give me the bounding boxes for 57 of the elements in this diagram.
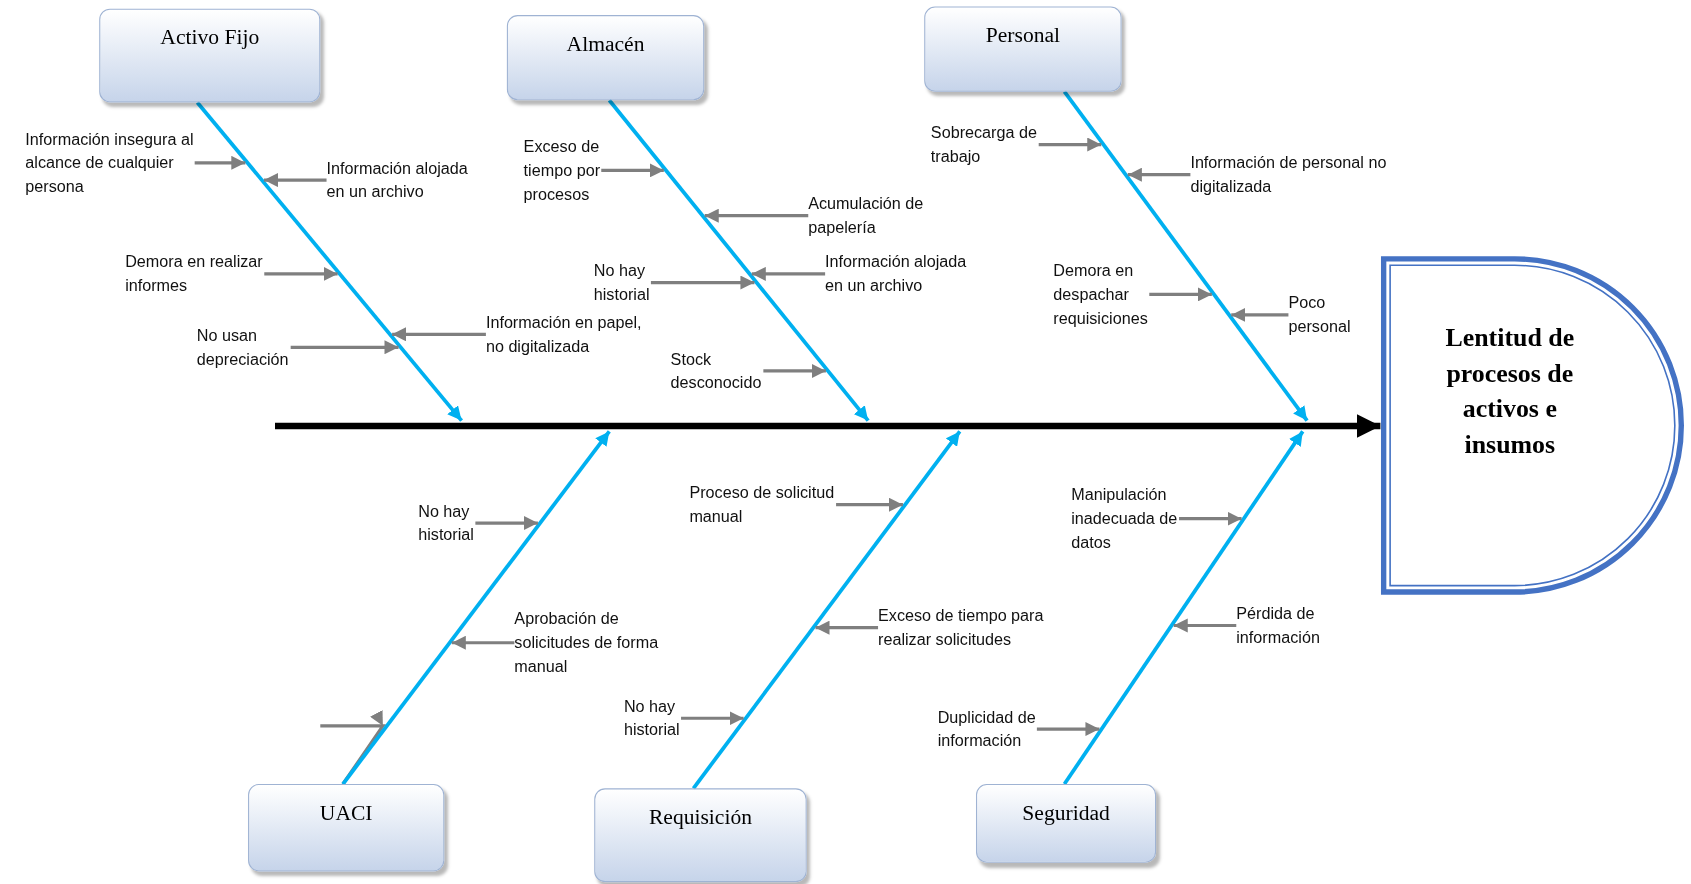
arrow [650, 275, 755, 290]
cause-label: No hay historial [593, 258, 651, 307]
category-box: Seguridad [976, 784, 1157, 863]
cause-label: Exceso de tiempo por procesos [523, 134, 602, 206]
arrow [704, 208, 809, 223]
cause-label: Exceso de tiempo para realizar solicitudes [878, 603, 1046, 652]
cause-label: Duplicidad de información [937, 705, 1037, 753]
bone-arrow [341, 430, 611, 786]
arrow [751, 266, 826, 281]
arrow [194, 155, 246, 170]
arrow [264, 266, 338, 281]
category-box: Requisición [594, 788, 807, 883]
arrow [392, 327, 486, 342]
arrow [1231, 307, 1289, 322]
cause-label: Aprobación de solicitudes de forma manual [514, 607, 660, 679]
cause-label: Proceso de solicitud manual [689, 481, 837, 529]
arrow [1179, 511, 1242, 526]
arrow [681, 711, 744, 726]
cause-label: Información alojada en un archivo [326, 156, 469, 204]
cause-label: Pérdida de información [1236, 601, 1322, 650]
cause-label: Información alojada en un archivo [825, 250, 968, 298]
cause-label: Poco personal [1288, 291, 1353, 339]
arrow [475, 516, 538, 531]
cause-label: Información insegura al alcance de cualquier persona [25, 127, 195, 199]
cause-label: Sobrecarga de trabajo [930, 120, 1039, 169]
category-box: UACI [248, 784, 445, 872]
arrow [815, 620, 879, 635]
cause-label: Demora en realizar informes [125, 250, 265, 298]
arrow [451, 635, 515, 650]
cause-label: Demora en despachar requisiciones [1053, 258, 1150, 330]
cause-label: No usan depreciación [196, 323, 291, 371]
arrow [264, 173, 327, 188]
arrow [1038, 137, 1102, 152]
arrow [290, 340, 399, 355]
arrow [601, 163, 664, 178]
cause-label: Stock desconocido [670, 347, 764, 395]
bone-arrow [607, 99, 870, 422]
bone-arrow [1062, 90, 1309, 422]
cause-label: Manipulación inadecuada de datos [1071, 483, 1179, 555]
category-box: Activo Fijo [99, 8, 321, 103]
cause-label: No hay historial [623, 694, 682, 742]
bone-arrow [691, 430, 962, 790]
cause-label: Información en papel, no digitalizada [485, 310, 644, 359]
category-box: Almacén [506, 15, 705, 101]
arrow [836, 497, 903, 512]
arrow [763, 363, 826, 378]
category-box: Personal [924, 6, 1122, 92]
arrow [1149, 287, 1212, 302]
cause-label: Acumulación de papelería [808, 191, 925, 240]
arrow [1127, 167, 1191, 182]
arrow [1173, 618, 1237, 633]
arrow [1036, 722, 1100, 737]
cause-label: Información de personal no digitalizada [1190, 151, 1388, 199]
problem-statement: Lentitud de procesos de activos e insumos [1444, 322, 1576, 461]
bone-arrow [195, 101, 464, 422]
cause-label: No hay historial [418, 499, 476, 547]
bone-arrow [1062, 430, 1305, 786]
